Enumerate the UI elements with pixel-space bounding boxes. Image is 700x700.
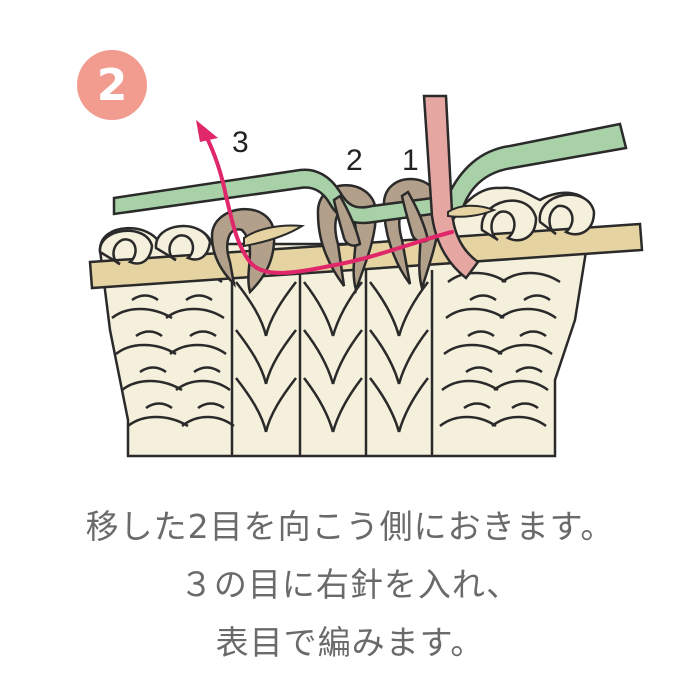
cable-needle (112, 122, 628, 225)
step-number: 2 (96, 59, 128, 111)
right-top-loops (480, 193, 596, 242)
knit-columns (230, 270, 434, 456)
right-purl-bumps (439, 271, 561, 428)
working-yarn-arrow (196, 120, 454, 275)
right-needle-tip (447, 204, 497, 218)
label-stitch-2: 2 (346, 144, 363, 177)
knitting-diagram: 3 2 1 (88, 94, 644, 458)
cable-needle-body (112, 122, 628, 225)
label-stitch-3: 3 (232, 126, 249, 159)
left-top-loops (98, 225, 212, 266)
caption-line-1: 移した2目を向こう側におきます。 (85, 507, 615, 546)
left-needle-tip (243, 224, 306, 248)
arrow-head (196, 120, 218, 142)
slipped-stitch-fronts (332, 190, 430, 247)
caption-line-3: 表目で編みます。 (215, 623, 485, 662)
instruction-caption: 移した2目を向こう側におきます。 ３の目に右針を入れ、 表目で編みます。 (0, 498, 700, 672)
yarn-path (204, 134, 454, 275)
label-stitch-1: 1 (402, 144, 419, 177)
caption-line-2: ３の目に右針を入れ、 (179, 565, 521, 604)
step-number-badge: 2 (77, 50, 147, 120)
